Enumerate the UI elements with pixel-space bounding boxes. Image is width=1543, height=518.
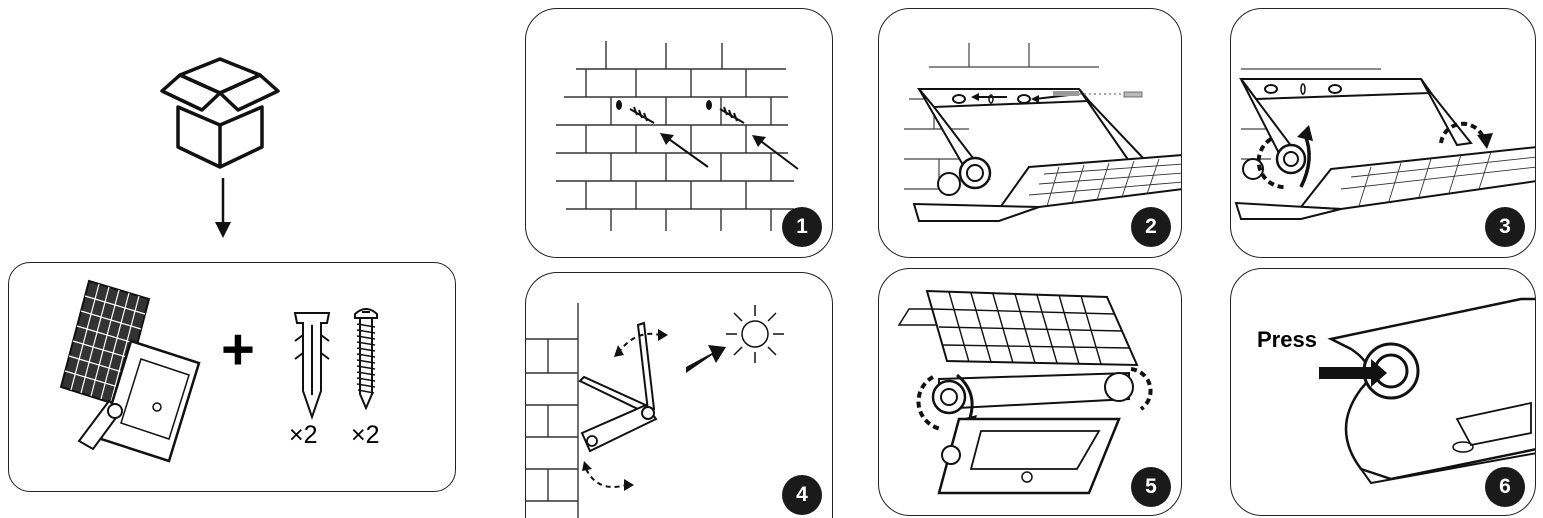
sun-icon xyxy=(726,305,784,363)
step-number-badge: 6 xyxy=(1485,467,1525,507)
adjust-knobs-illustration xyxy=(1234,68,1535,220)
screw-quantity: ×2 xyxy=(351,421,380,449)
power-button-illustration xyxy=(1319,297,1535,485)
step-6-panel: Press 6 xyxy=(1230,268,1536,516)
panel-angle-illustration xyxy=(526,303,726,518)
package-contents-box: + ×2 ×2 xyxy=(8,262,456,492)
step-4-panel: 4 xyxy=(525,272,833,518)
bracket-mounting-illustration xyxy=(904,43,1181,222)
step-2-panel: 2 xyxy=(878,8,1182,258)
step-3-panel: 3 xyxy=(1230,8,1536,258)
step-1-panel: 1 xyxy=(525,8,833,258)
open-box-icon xyxy=(160,57,280,169)
brick-wall-illustration xyxy=(556,41,799,231)
step-number-badge: 2 xyxy=(1131,207,1171,247)
solar-light-icon xyxy=(59,279,201,463)
step-5-panel: 5 xyxy=(878,268,1182,516)
plus-sign: + xyxy=(221,317,255,382)
down-arrow-icon xyxy=(215,178,231,238)
step-number-badge: 5 xyxy=(1131,467,1171,507)
step-number-badge: 4 xyxy=(782,475,822,515)
step-number-badge: 1 xyxy=(782,207,822,247)
step-number-badge: 3 xyxy=(1485,207,1525,247)
final-adjust-illustration xyxy=(897,289,1153,495)
press-callout: Press xyxy=(1257,327,1317,352)
plug-quantity: ×2 xyxy=(289,421,318,449)
screw-icon xyxy=(354,308,378,410)
wall-plug-icon xyxy=(293,312,331,421)
